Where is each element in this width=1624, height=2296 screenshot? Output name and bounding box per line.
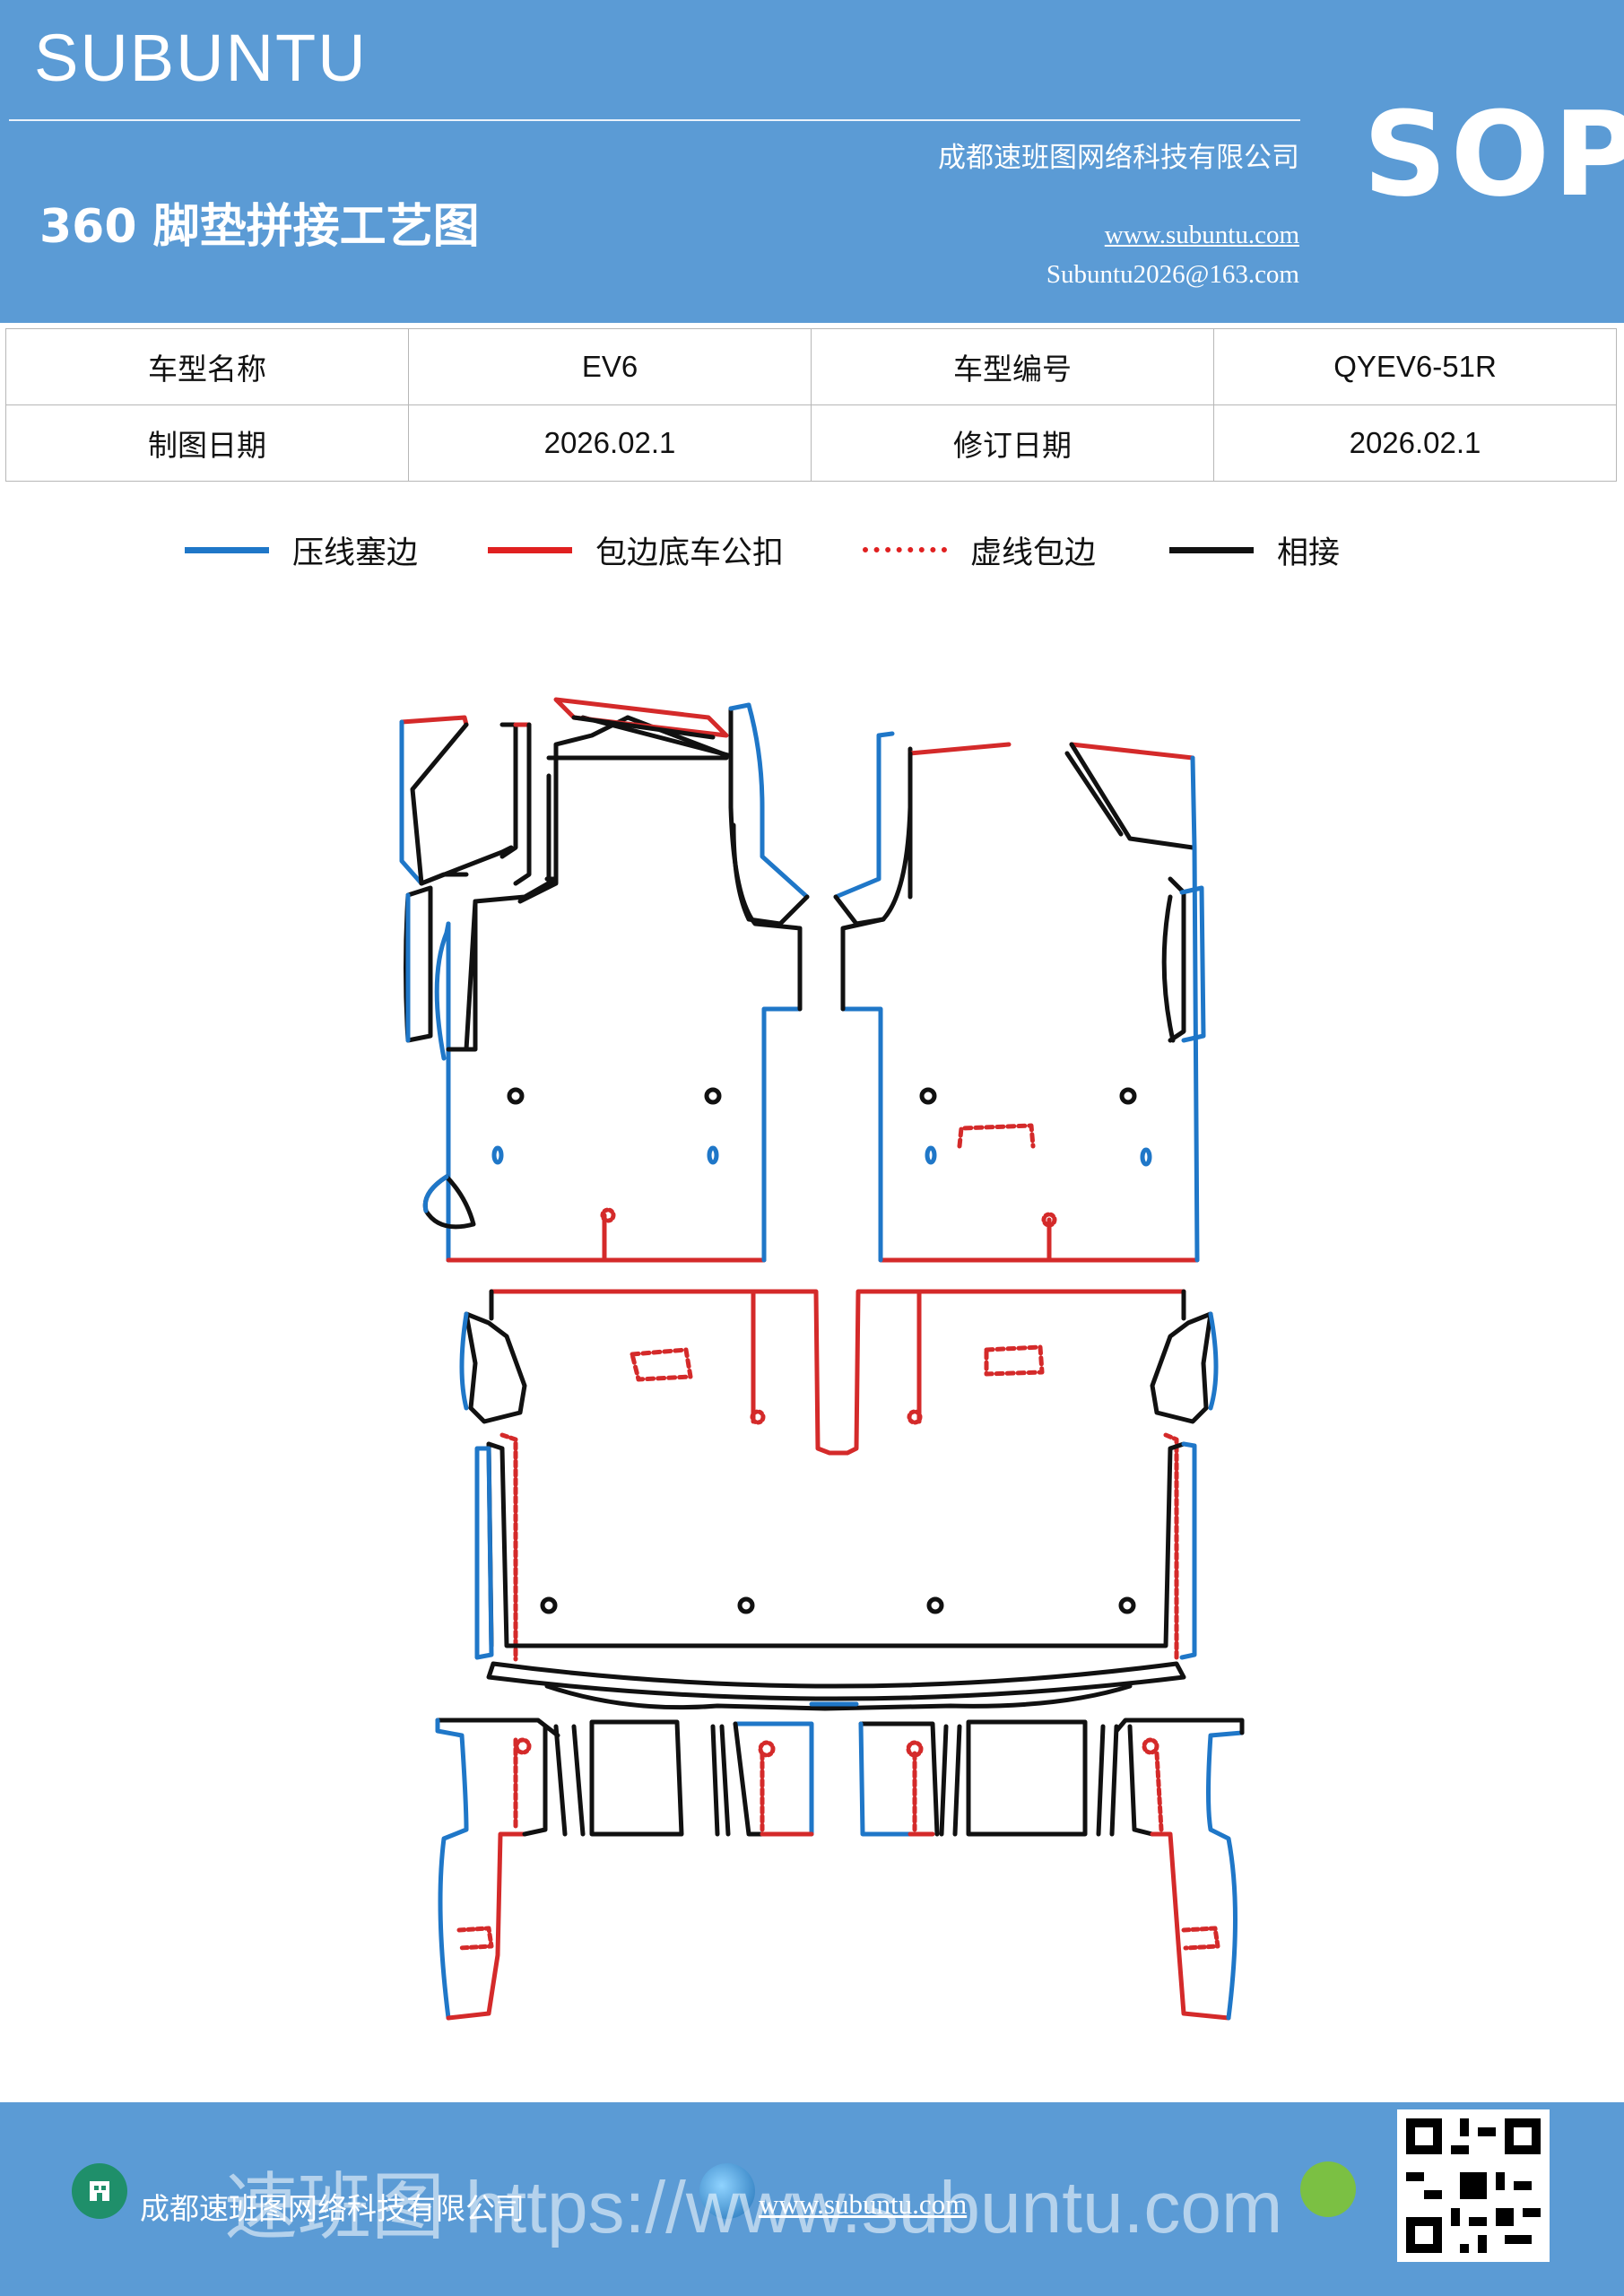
header-divider <box>9 119 1300 121</box>
watermark-text: 速班图 https://www.subuntu.com <box>224 2167 1283 2248</box>
revise-date-label: 修订日期 <box>811 404 1214 482</box>
draw-date-value: 2026.02.1 <box>408 404 812 482</box>
info-table: 车型名称 EV6 车型编号 QYEV6-51R 制图日期 2026.02.1 修… <box>5 328 1617 482</box>
legend-label: 压线塞边 <box>292 535 419 571</box>
page-title: 360 脚垫拼接工艺图 <box>39 200 480 254</box>
legend-item-joint: 相接 <box>1169 527 1340 572</box>
legend-swatch-black <box>1169 546 1254 553</box>
clip-holes <box>491 1087 1152 1167</box>
building-icon <box>72 2163 127 2219</box>
revise-date-value: 2026.02.1 <box>1213 404 1617 482</box>
legend-item-edge-clip: 包边底车公扣 <box>488 527 784 572</box>
model-code-value: QYEV6-51R <box>1213 328 1617 405</box>
brand-name: SUBUNTU <box>34 21 368 95</box>
table-row: 制图日期 2026.02.1 修订日期 2026.02.1 <box>5 404 1617 482</box>
footer-company: 成都速班图网络科技有限公司 <box>140 2191 525 2226</box>
email-address[interactable]: Subuntu2026@163.com <box>1046 260 1299 289</box>
footer-website-link[interactable]: www.subuntu.com <box>759 2188 968 2220</box>
rear-side-pieces <box>435 1718 1245 2021</box>
globe-icon <box>699 2163 755 2219</box>
rear-center-mat <box>459 1289 1219 1711</box>
legend-label: 包边底车公扣 <box>595 535 785 571</box>
model-name-label: 车型名称 <box>5 328 409 405</box>
table-row: 车型名称 EV6 车型编号 QYEV6-51R <box>5 328 1617 405</box>
legend-swatch-red <box>488 546 572 553</box>
model-code-label: 车型编号 <box>811 328 1214 405</box>
legend-label: 虚线包边 <box>970 535 1097 571</box>
website-link[interactable]: www.subuntu.com <box>1104 221 1299 249</box>
wechat-icon[interactable] <box>1300 2161 1356 2217</box>
model-name-value: EV6 <box>408 328 812 405</box>
front-right-mat <box>833 731 1206 1263</box>
legend-item-press-line: 压线塞边 <box>185 527 418 572</box>
legend-swatch-blue <box>185 546 269 553</box>
legend-item-dotted-edge: 虚线包边 <box>863 527 1096 572</box>
doc-type-badge: SOP <box>1363 86 1624 222</box>
company-name: 成都速班图网络科技有限公司 <box>938 142 1299 174</box>
legend-swatch-red-dotted <box>863 547 947 552</box>
draw-date-label: 制图日期 <box>5 404 409 482</box>
qr-code[interactable] <box>1397 2109 1550 2262</box>
header-banner: SUBUNTU 360 脚垫拼接工艺图 成都速班图网络科技有限公司 www.su… <box>0 0 1624 323</box>
front-left-mat <box>399 697 810 1263</box>
legend-label: 相接 <box>1277 535 1341 571</box>
